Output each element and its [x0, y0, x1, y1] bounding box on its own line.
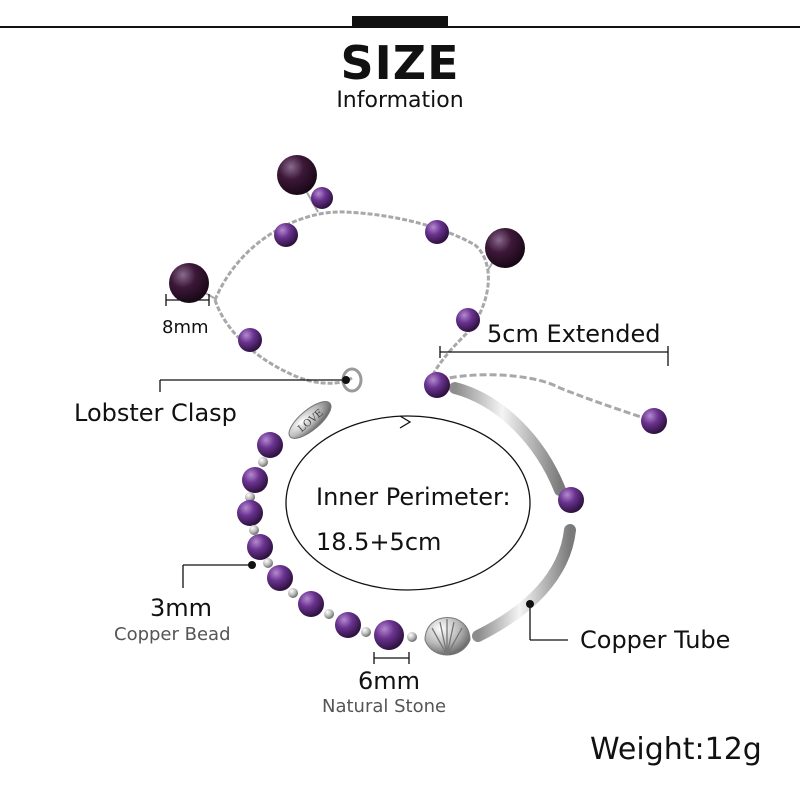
copper-tube-upper [449, 382, 566, 496]
large-amethyst-bead [485, 228, 525, 268]
copper-tube-lower [472, 524, 576, 642]
shell-charm [424, 617, 471, 656]
copper-tube-label: Copper Tube [580, 626, 731, 654]
page-title: SIZE [340, 36, 460, 90]
inner-perimeter-title: Inner Perimeter: [316, 483, 511, 511]
inner-perimeter-value: 18.5+5cm [316, 528, 442, 556]
lower-bead-strand [237, 432, 417, 650]
extended-length-label: 5cm Extended [487, 320, 661, 348]
page-subtitle: Information [336, 88, 464, 113]
copper-bead-size-label: 3mm [150, 594, 213, 622]
left-chain [213, 299, 353, 385]
stone-size-label: 6mm [358, 667, 421, 695]
natural-stone-label: Natural Stone [322, 696, 447, 717]
large-amethyst-bead [277, 155, 317, 195]
perimeter-ellipse [285, 415, 531, 591]
weight-label: Weight:12g [590, 732, 762, 767]
top-divider-tab [352, 16, 448, 28]
copper-bead-label: Copper Bead [114, 624, 231, 645]
lobster-clasp-label: Lobster Clasp [74, 399, 237, 427]
bead-size-8mm-label: 8mm [162, 317, 209, 338]
extension-chain [439, 373, 651, 422]
large-amethyst-bead [169, 263, 209, 303]
